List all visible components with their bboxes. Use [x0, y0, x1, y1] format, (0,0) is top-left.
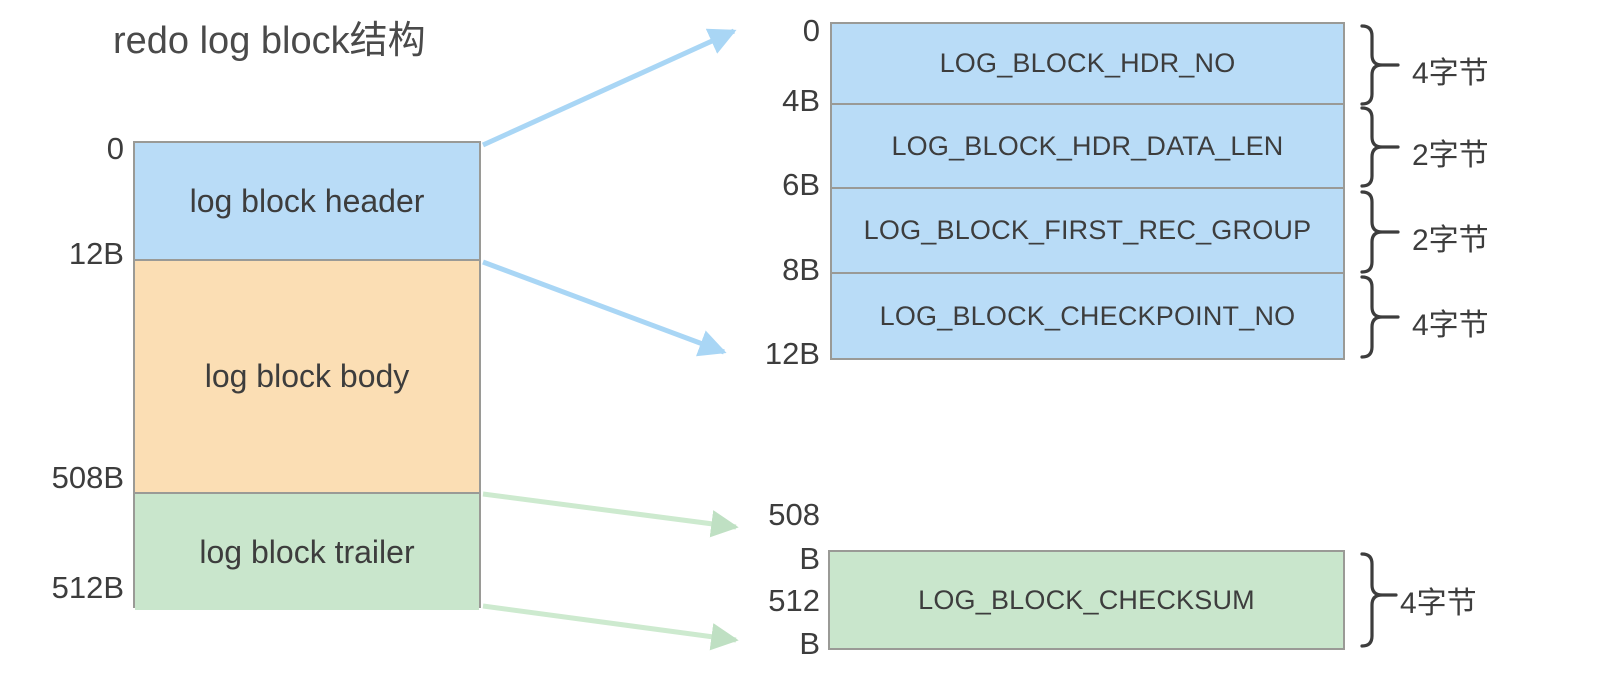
- brace-2-byte-1: [1360, 106, 1400, 188]
- checksum-offset-512: 512: [768, 583, 820, 618]
- detail-row-log-block-first-rec-group: LOG_BLOCK_FIRST_REC_GROUP: [832, 189, 1343, 274]
- arrow-header-start: [481, 28, 737, 148]
- left-offset-label-0: 0: [106, 131, 124, 166]
- redo-log-block-diagram: log block header log block body log bloc…: [133, 141, 481, 610]
- detail-row-log-block-hdr-no: LOG_BLOCK_HDR_NO: [832, 24, 1343, 105]
- page-title: redo log block结构: [113, 20, 426, 62]
- brace-4-byte-1: [1360, 24, 1400, 106]
- left-offset-label-512b: 512B: [51, 570, 124, 605]
- arrow-trailer-start: [482, 491, 739, 538]
- arrow-header-end: [482, 259, 727, 357]
- log-block-header-detail: LOG_BLOCK_HDR_NO LOG_BLOCK_HDR_DATA_LEN …: [830, 22, 1345, 360]
- log-block-checksum-detail: LOG_BLOCK_CHECKSUM: [828, 550, 1345, 650]
- brace-2-byte-2: [1360, 190, 1400, 274]
- brace-label-checkpoint-no-size: 4字节: [1412, 309, 1489, 342]
- detail-row-log-block-checkpoint-no: LOG_BLOCK_CHECKPOINT_NO: [879, 300, 1296, 331]
- brace-4-byte-2: [1360, 275, 1400, 359]
- left-offset-label-508b: 508B: [51, 460, 124, 495]
- detail-offset-label-6b: 6B: [782, 167, 820, 202]
- left-offset-label-12b: 12B: [68, 236, 124, 271]
- arrow-trailer-end: [482, 603, 739, 651]
- brace-label-first-rec-group-size: 2字节: [1412, 224, 1489, 257]
- detail-offset-label-8b: 8B: [782, 252, 820, 287]
- brace-label-checksum-size: 4字节: [1400, 587, 1477, 620]
- detail-offset-label-4b: 4B: [782, 83, 820, 118]
- brace-4-byte-checksum: [1360, 552, 1398, 648]
- checksum-offset-508-unit: B: [799, 541, 820, 576]
- detail-offset-label-12b: 12B: [764, 336, 820, 371]
- checksum-offset-512-unit: B: [799, 626, 820, 661]
- detail-row-log-block-hdr-data-len: LOG_BLOCK_HDR_DATA_LEN: [832, 105, 1343, 189]
- left-segment-log-block-body: log block body: [135, 261, 479, 494]
- left-segment-log-block-header: log block header: [135, 143, 479, 261]
- left-segment-log-block-trailer: log block trailer: [135, 494, 479, 610]
- detail-offset-label-0: 0: [802, 13, 820, 48]
- brace-label-hdr-data-len-size: 2字节: [1412, 139, 1489, 172]
- checksum-offset-508: 508: [768, 497, 820, 532]
- brace-label-hdr-no-size: 4字节: [1412, 57, 1489, 90]
